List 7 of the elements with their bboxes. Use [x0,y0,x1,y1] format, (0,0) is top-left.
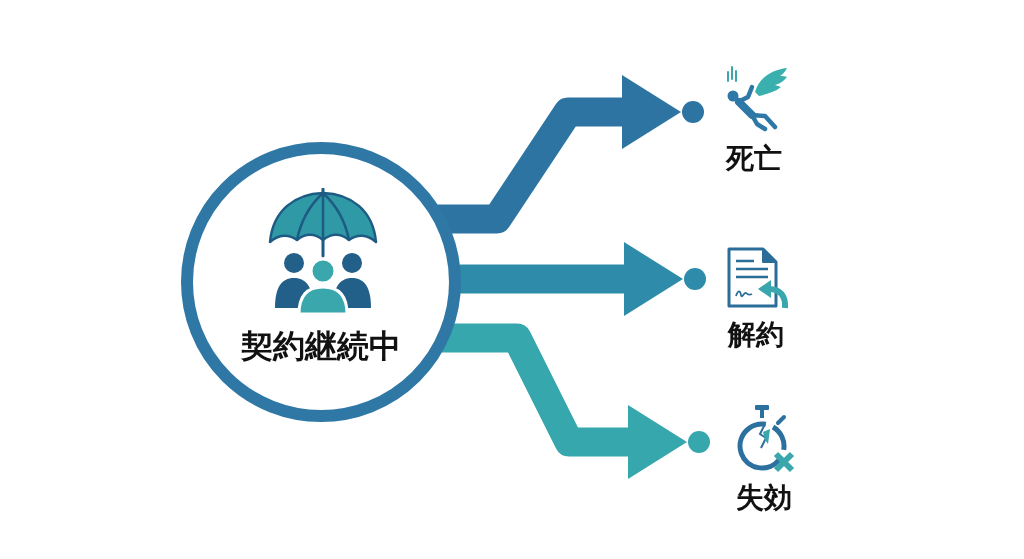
outcome-label: 失効 [736,482,792,514]
branch-arrow [437,75,704,234]
branch-arrow [459,242,706,316]
outcome-label: 解約 [728,319,784,351]
outcome-label: 死亡 [726,143,782,175]
status-label: 契約継続中 [241,328,401,364]
branch-arrow [441,323,710,479]
